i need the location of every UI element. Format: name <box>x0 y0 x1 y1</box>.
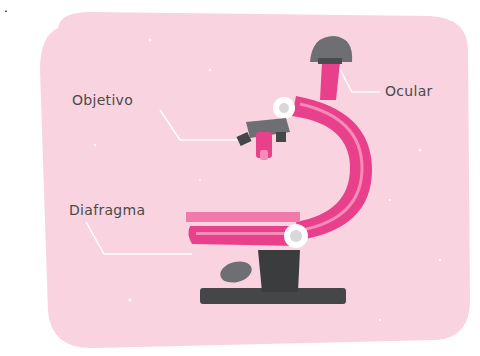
leader-lines <box>86 62 380 254</box>
upper-knob <box>273 97 295 119</box>
focus-knob-center <box>290 230 302 242</box>
pillar <box>258 250 300 292</box>
dot-mark: . <box>4 2 8 14</box>
background-blob <box>40 12 470 348</box>
part-label: Diafragma <box>69 203 145 217</box>
mirror <box>218 258 254 286</box>
eyepiece-ring <box>318 58 342 64</box>
diaphragm-highlight <box>196 232 292 235</box>
sparkles <box>94 39 442 322</box>
objective-small <box>276 132 286 142</box>
objective-tip <box>260 150 268 160</box>
arm-highlight <box>300 104 362 230</box>
tube <box>320 62 340 100</box>
part-label: Ocular <box>385 84 433 98</box>
part-label: Objetivo <box>72 93 133 107</box>
stage-plate <box>186 212 300 222</box>
arm <box>292 96 372 240</box>
diaphragm <box>188 226 300 246</box>
focus-knob <box>284 224 308 248</box>
upper-knob-center <box>279 103 289 113</box>
objective-small <box>236 132 251 146</box>
